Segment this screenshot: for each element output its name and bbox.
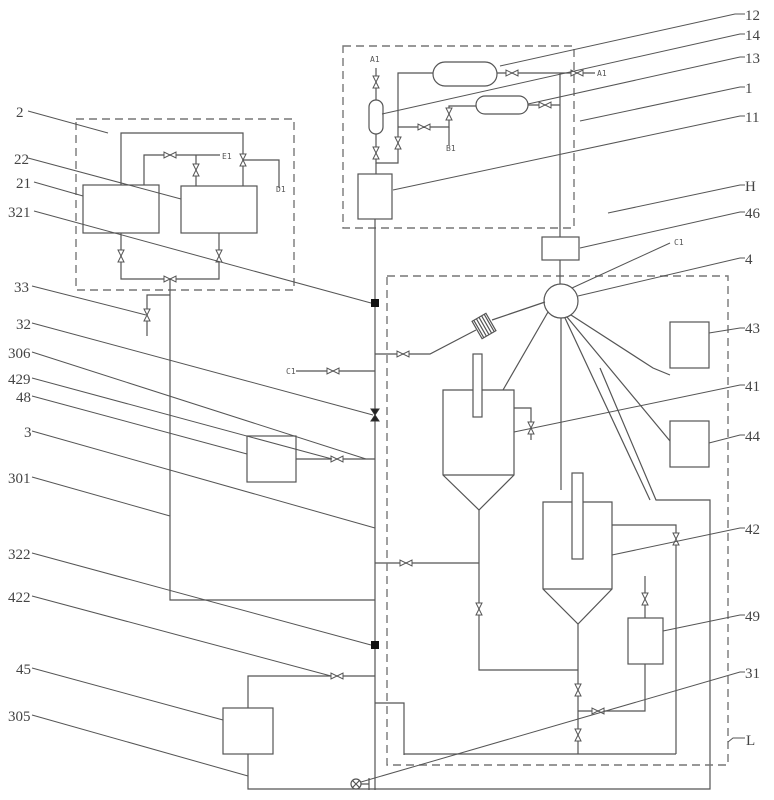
label-422: 422	[8, 590, 31, 606]
port-a1-top: A1	[370, 55, 380, 64]
vessel-42	[542, 472, 680, 754]
label-22: 22	[14, 152, 29, 168]
label-306: 306	[8, 346, 31, 362]
sensor-321	[371, 299, 379, 307]
label-321: 321	[8, 205, 31, 221]
sensor-322	[371, 641, 379, 649]
label-48: 48	[16, 390, 31, 406]
port-c1-top: C1	[674, 238, 684, 247]
reference-labels: 12 14 13 1 11 H 46 4 43 41 44 42 49 31 L…	[8, 8, 761, 783]
label-H: H	[745, 179, 756, 195]
unit-2-boundary	[75, 118, 295, 291]
label-1: 1	[745, 81, 753, 97]
label-45: 45	[16, 662, 31, 678]
label-49: 49	[745, 609, 760, 625]
label-43: 43	[745, 321, 760, 337]
unit-49	[627, 617, 664, 665]
label-33: 33	[14, 280, 29, 296]
vessel-14	[368, 99, 384, 135]
vessel-41	[442, 353, 535, 511]
main-line-3: C1	[222, 219, 711, 790]
port-c1-left: C1	[286, 367, 296, 376]
unit-4-group: C1	[386, 236, 729, 766]
coil-heat-exchanger	[471, 312, 497, 340]
unit-44	[669, 420, 710, 468]
label-301: 301	[8, 471, 31, 487]
unit-4-boundary	[386, 275, 729, 766]
label-11: 11	[745, 110, 759, 126]
label-4: 4	[745, 252, 753, 268]
unit-2-group: E1 D1	[75, 118, 375, 601]
label-2: 2	[16, 105, 24, 121]
label-14: 14	[745, 28, 761, 44]
label-13: 13	[745, 51, 760, 67]
label-429: 429	[8, 372, 31, 388]
label-41: 41	[745, 379, 760, 395]
label-12: 12	[745, 8, 760, 24]
label-322: 322	[8, 547, 31, 563]
unit-46	[541, 236, 580, 261]
unit-1-group: A1 A1 B1	[342, 45, 607, 240]
label-21: 21	[16, 176, 31, 192]
tank-22	[180, 185, 258, 234]
tank-21	[82, 184, 160, 234]
label-3: 3	[24, 425, 32, 441]
unit-45	[222, 707, 274, 755]
label-L: L	[746, 733, 755, 749]
label-31: 31	[745, 666, 760, 682]
label-32: 32	[16, 317, 31, 333]
unit-1-boundary	[342, 45, 575, 229]
unit-43	[669, 321, 710, 369]
unit-11	[357, 173, 393, 220]
hub-4	[543, 283, 579, 319]
label-46: 46	[745, 206, 761, 222]
gas-tank-13	[475, 95, 529, 115]
label-44: 44	[745, 429, 761, 445]
port-d1: D1	[276, 185, 286, 194]
port-e1: E1	[222, 152, 232, 161]
label-305: 305	[8, 709, 31, 725]
port-b1: B1	[446, 144, 456, 153]
label-42: 42	[745, 522, 760, 538]
port-a1-right: A1	[597, 69, 607, 78]
gas-tank-12	[432, 61, 498, 87]
